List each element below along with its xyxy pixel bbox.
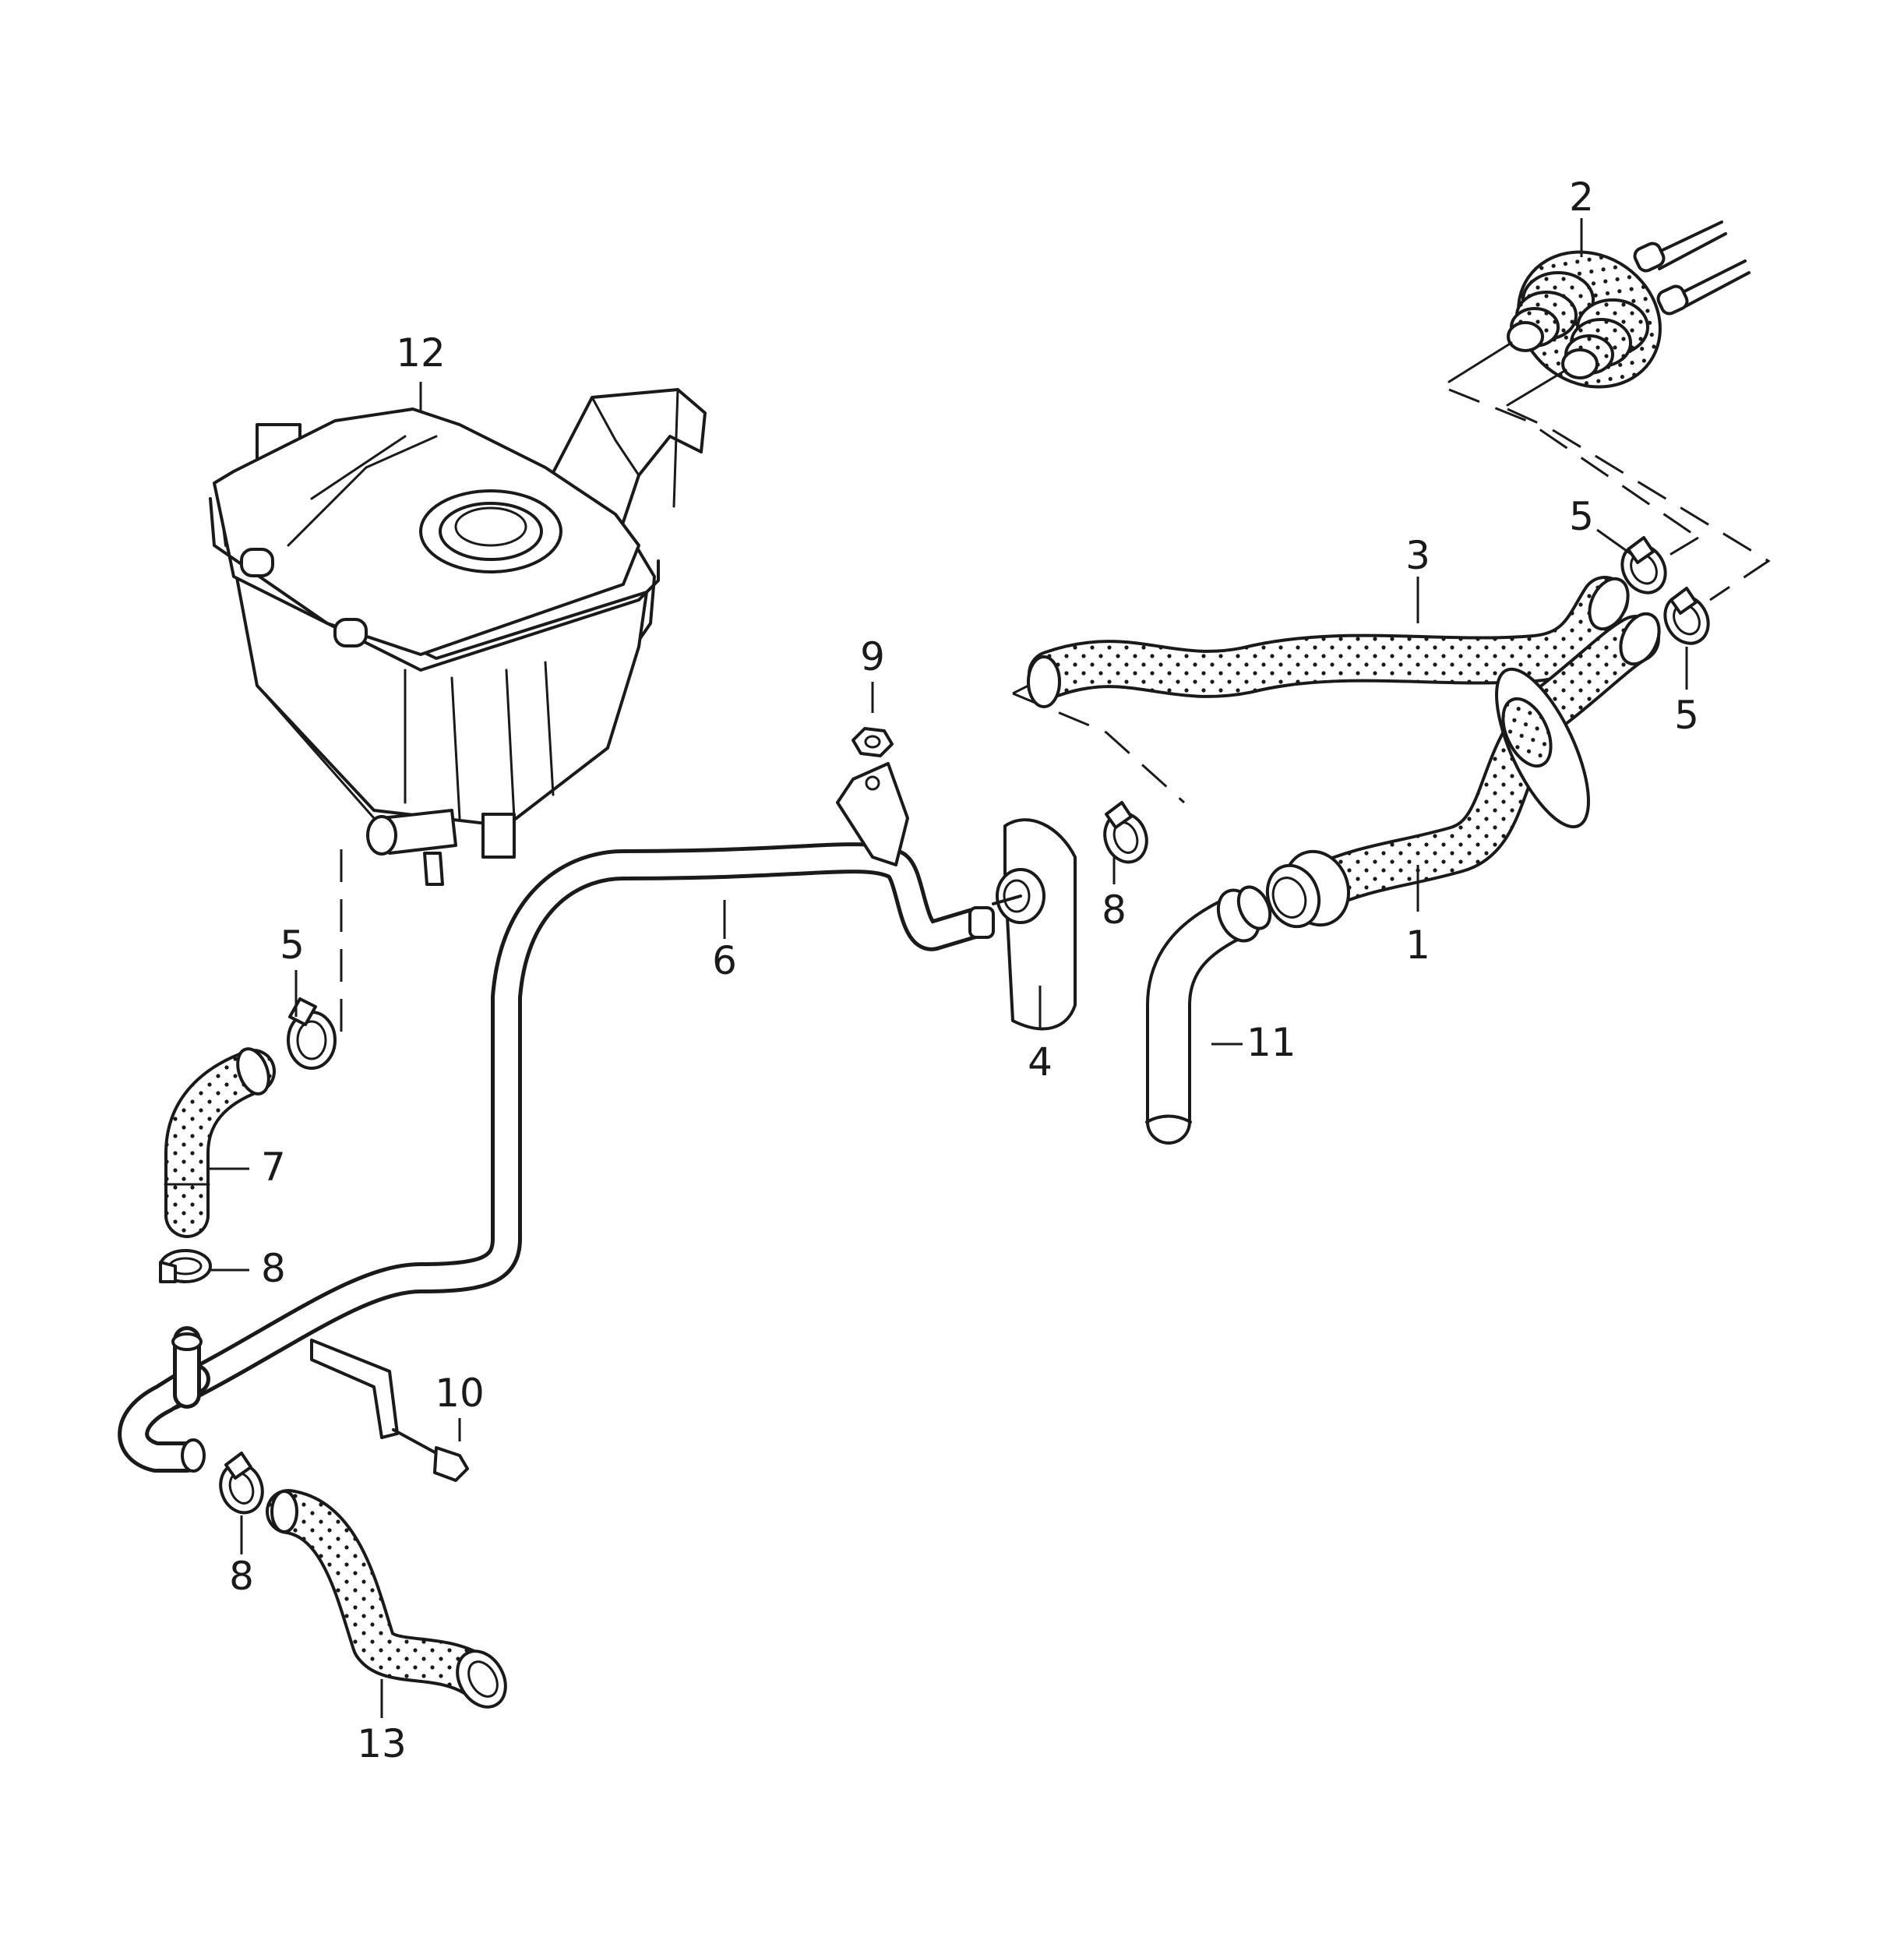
callout-8-middle: 8 (261, 1246, 286, 1291)
hose-3 (1027, 576, 1630, 708)
callout-labels: 1 2 3 4 5 5 5 6 7 8 8 8 9 10 11 12 13 (229, 175, 1699, 1766)
gasket-4 (992, 818, 1077, 1031)
callout-8-right: 8 (1102, 887, 1127, 933)
bulkhead-grommet (1447, 221, 1751, 407)
callout-3: 3 (1405, 533, 1430, 578)
callout-5-lower: 5 (1674, 693, 1699, 738)
callout-13: 13 (357, 1721, 407, 1766)
callout-5-left: 5 (280, 923, 305, 968)
bolt-10 (392, 1428, 469, 1482)
expansion-tank (209, 388, 707, 886)
callout-6: 6 (712, 938, 737, 983)
hose-13 (266, 1489, 507, 1709)
callout-7: 7 (261, 1145, 286, 1190)
clip-8-lower (219, 1452, 264, 1515)
clip-5-upper (1620, 536, 1667, 595)
callout-12: 12 (396, 330, 446, 376)
pipe-6 (118, 762, 995, 1473)
callout-11: 11 (1246, 1020, 1296, 1065)
clip-8-right (1103, 801, 1148, 864)
hose-7 (164, 1047, 276, 1238)
nut-9 (852, 727, 894, 757)
hose-1 (1265, 612, 1661, 929)
callout-5-upper: 5 (1569, 494, 1594, 539)
clip-8-middle (159, 1249, 212, 1283)
callout-2: 2 (1569, 175, 1594, 220)
callout-1: 1 (1405, 923, 1430, 968)
callout-9: 9 (860, 634, 885, 679)
callout-8-lower: 8 (229, 1554, 254, 1599)
callout-4: 4 (1028, 1039, 1052, 1085)
pipe-11 (1145, 885, 1272, 1145)
leader-lines (209, 218, 1688, 1718)
clip-5-lower (1663, 587, 1710, 645)
callout-10: 10 (435, 1371, 485, 1416)
